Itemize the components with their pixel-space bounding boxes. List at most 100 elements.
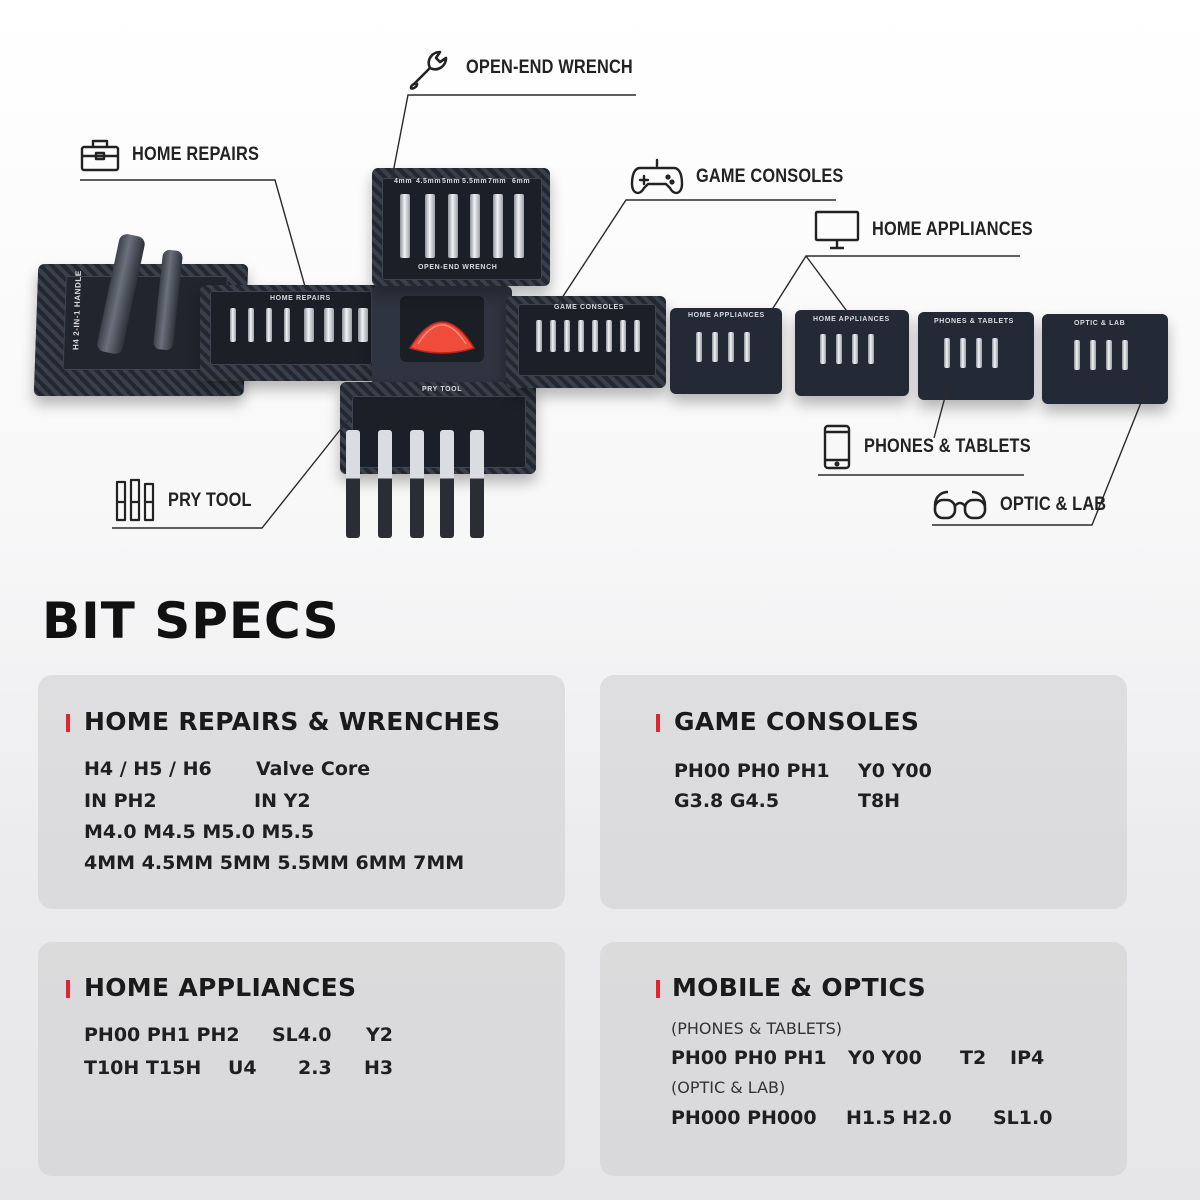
wrench-size-1: 4mm — [394, 178, 413, 185]
spec-text: T2 — [960, 1047, 987, 1069]
spec-text: U4 — [228, 1057, 257, 1079]
spec-text: H3 — [364, 1057, 394, 1079]
callout-home-appliances: HOME APPLIANCES — [814, 210, 1059, 250]
spec-text: T8H — [858, 790, 901, 812]
bit — [358, 308, 368, 342]
card-title: HOME APPLIANCES — [84, 973, 357, 1002]
bit — [992, 338, 998, 368]
wrench — [425, 194, 435, 258]
spec-text: PH000 PH000 — [671, 1107, 817, 1129]
wrench — [493, 194, 503, 258]
pry-bit — [378, 430, 392, 538]
spec-text: SL1.0 — [993, 1107, 1053, 1129]
home-appliances-tray-label-2: HOME APPLIANCES — [813, 316, 890, 323]
bit — [852, 334, 858, 364]
callout-label-optic-lab: OPTIC & LAB — [1000, 494, 1107, 515]
callout-open-end-wrench: OPEN-END WRENCH — [406, 44, 660, 92]
callout-game-consoles: GAME CONSOLES — [630, 156, 868, 198]
card-title: GAME CONSOLES — [674, 707, 920, 736]
accent-bar — [66, 980, 70, 998]
spec-text: PH00 PH0 PH1 — [671, 1047, 827, 1069]
bit — [230, 308, 236, 342]
callout-pry-tool: PRY TOOL — [114, 478, 265, 524]
spec-text: PH00 PH0 PH1 — [674, 760, 830, 782]
bit — [606, 320, 612, 352]
bit — [620, 320, 626, 352]
game-controller-icon — [630, 158, 684, 195]
sub-heading: (PHONES & TABLETS) — [671, 1019, 843, 1038]
callout-optic-lab: OPTIC & LAB — [932, 488, 1124, 522]
spec-card-game-consoles: GAME CONSOLES PH00 PH0 PH1 Y0 Y00 G3.8 G… — [600, 675, 1127, 909]
glasses-icon — [933, 490, 987, 520]
optic-lab-module: OPTIC & LAB — [1042, 314, 1168, 404]
bit — [1090, 340, 1096, 370]
bit — [324, 308, 334, 342]
phone-icon — [823, 424, 851, 470]
spec-text: M4.0 M4.5 M5.0 M5.5 — [84, 821, 315, 843]
spec-text: IN Y2 — [254, 790, 311, 812]
pry-tool-icon — [115, 478, 155, 522]
spec-text: H4 / H5 / H6 — [84, 758, 212, 780]
bit — [1074, 340, 1080, 370]
bit — [550, 320, 556, 352]
callout-label-home-repairs: HOME REPAIRS — [132, 144, 260, 165]
spec-text: Y0 Y00 — [848, 1047, 922, 1069]
pry-tool-module: PRY TOOL — [340, 382, 536, 474]
bit — [284, 308, 290, 342]
card-title: HOME REPAIRS & WRENCHES — [84, 707, 501, 736]
accent-bar — [656, 714, 660, 732]
spec-card-home-appliances: HOME APPLIANCES PH00 PH1 PH2 SL4.0 Y2 T1… — [38, 942, 565, 1176]
spec-card-mobile-optics: MOBILE & OPTICS (PHONES & TABLETS) PH00 … — [600, 942, 1127, 1176]
callout-label-pry-tool: PRY TOOL — [168, 490, 252, 511]
callout-leader-lines — [80, 94, 1147, 529]
bit — [868, 334, 874, 364]
accent-bar — [656, 980, 660, 998]
sub-heading: (OPTIC & LAB) — [671, 1078, 786, 1097]
wrench — [470, 194, 480, 258]
bit — [248, 308, 254, 342]
tool-kit-illustration: H4 2-IN-1 HANDLE HOME REPAIRS OPEN-END W… — [0, 0, 1200, 560]
spec-text: G3.8 G4.5 — [674, 790, 780, 812]
wrench-size-3: 5mm — [442, 178, 461, 185]
spec-text: Valve Core — [256, 758, 371, 780]
wrench-size-6: 6mm — [512, 178, 531, 185]
bit — [634, 320, 640, 352]
wrench-size-4: 5.5mm — [462, 178, 488, 185]
callout-phones-tablets: PHONES & TABLETS — [822, 424, 1058, 470]
spec-text: Y2 — [366, 1024, 393, 1046]
bit — [578, 320, 584, 352]
pry-bit — [346, 430, 360, 538]
bit — [696, 332, 702, 362]
bit — [266, 308, 272, 342]
wrench — [400, 194, 410, 258]
bit — [820, 334, 826, 364]
callout-label-phones-tablets: PHONES & TABLETS — [864, 436, 1031, 457]
wrench-icon — [409, 50, 448, 90]
monitor-icon — [814, 210, 860, 250]
callout-label-game-consoles: GAME CONSOLES — [696, 166, 844, 187]
home-repairs-tray-label: HOME REPAIRS — [270, 295, 331, 302]
optic-lab-tray-label: OPTIC & LAB — [1074, 320, 1126, 327]
pry-bit — [440, 430, 454, 538]
wrench-tray-label: OPEN-END WRENCH — [418, 264, 498, 271]
callout-label-home-appliances: HOME APPLIANCES — [872, 219, 1033, 240]
bit — [836, 334, 842, 364]
spec-text: 2.3 — [298, 1057, 332, 1079]
wrench-size-5: 7mm — [488, 178, 507, 185]
callout-label-open-end-wrench: OPEN-END WRENCH — [466, 57, 633, 78]
wrench — [448, 194, 458, 258]
spec-text: SL4.0 — [272, 1024, 332, 1046]
bit — [944, 338, 950, 368]
spec-text: H1.5 H2.0 — [846, 1107, 952, 1129]
home-appliances-tray-label-1: HOME APPLIANCES — [688, 312, 765, 319]
bit — [304, 308, 314, 342]
spec-text: PH00 PH1 PH2 — [84, 1024, 240, 1046]
page-title: BIT SPECS — [42, 592, 340, 650]
wrench-size-2: 4.5mm — [416, 178, 442, 185]
spec-text: Y0 Y00 — [858, 760, 932, 782]
pry-bit — [470, 430, 484, 538]
card-title: MOBILE & OPTICS — [672, 973, 926, 1002]
spec-text: IN PH2 — [84, 790, 157, 812]
spec-text: T10H T15H — [84, 1057, 202, 1079]
wrench — [514, 194, 524, 258]
